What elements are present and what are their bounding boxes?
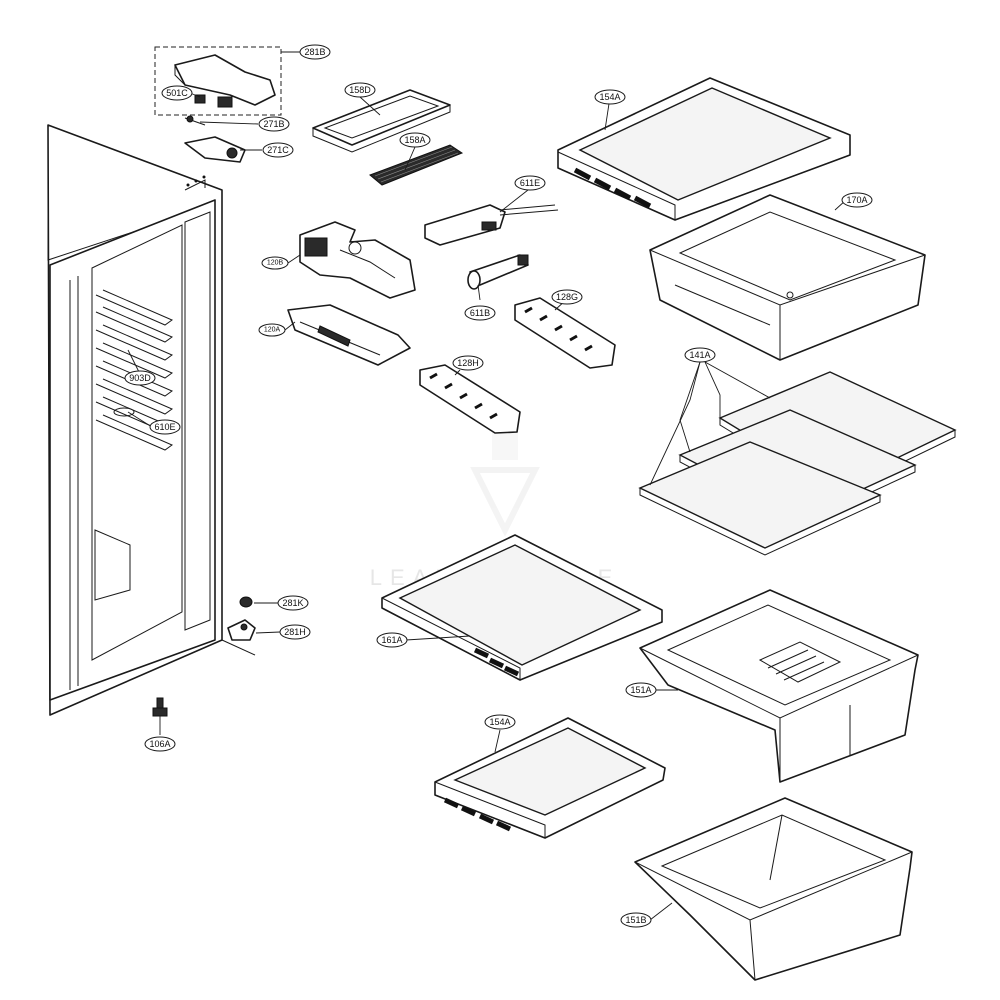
rail-128g: [514, 297, 616, 369]
cover-158d: [312, 89, 451, 153]
svg-text:903D: 903D: [129, 373, 151, 383]
svg-text:611E: 611E: [520, 178, 540, 188]
callout-141a: 141A: [684, 347, 716, 363]
svg-text:151B: 151B: [625, 915, 646, 925]
svg-text:158D: 158D: [349, 85, 371, 95]
svg-text:610E: 610E: [154, 422, 175, 432]
callout-271c: 271C: [262, 142, 294, 158]
callout-120b: 120B: [261, 256, 289, 270]
drawer-170a: [649, 194, 926, 361]
crisper-151b: [634, 797, 913, 981]
svg-text:154A: 154A: [489, 717, 510, 727]
shelf-154a-top: [557, 77, 851, 221]
callout-271b: 271B: [258, 116, 290, 132]
filter-158a: [369, 144, 464, 186]
callout-170a: 170A: [841, 192, 873, 208]
svg-text:271C: 271C: [267, 145, 289, 155]
callout-161a: 161A: [376, 632, 408, 648]
shelf-154a-bottom: [434, 717, 666, 839]
sensor-611e: [424, 204, 559, 246]
svg-text:128H: 128H: [457, 358, 479, 368]
hinge-281h: [221, 619, 256, 656]
callout-611b: 611B: [464, 305, 496, 321]
callout-154a-top: 154A: [594, 89, 626, 105]
svg-text:120B: 120B: [267, 260, 284, 267]
callout-501c: 501C: [161, 85, 193, 101]
svg-text:271B: 271B: [263, 119, 284, 129]
svg-text:158A: 158A: [404, 135, 425, 145]
shelf-161a: [381, 534, 663, 681]
callout-128h: 128H: [452, 355, 484, 371]
callout-128g: 128G: [551, 289, 583, 305]
svg-text:611B: 611B: [470, 308, 490, 318]
callout-611e: 611E: [514, 175, 546, 191]
svg-text:281K: 281K: [282, 598, 303, 608]
callout-106a: 106A: [144, 736, 176, 752]
crisper-151a: [639, 589, 919, 783]
callout-281k: 281K: [277, 595, 309, 611]
svg-text:281H: 281H: [284, 627, 306, 637]
svg-text:106A: 106A: [149, 739, 170, 749]
svg-text:281B: 281B: [304, 47, 325, 57]
svg-text:501C: 501C: [166, 88, 188, 98]
hinge-281k: [239, 596, 253, 608]
callout-903d: 903D: [124, 370, 156, 386]
callout-151a: 151A: [625, 682, 657, 698]
watermark-logo: [470, 420, 540, 537]
rail-128h: [419, 364, 521, 434]
damper-611b: [467, 254, 529, 290]
hinge-screw: [184, 115, 206, 126]
callout-158d: 158D: [344, 82, 376, 98]
duct-120a: [287, 304, 411, 366]
hinge-bracket: [184, 136, 246, 163]
callout-120a: 120A: [258, 323, 286, 337]
svg-text:161A: 161A: [381, 635, 402, 645]
hinge-cover-assembly: [154, 46, 282, 116]
callout-151b: 151B: [620, 912, 652, 928]
svg-text:151A: 151A: [630, 685, 651, 695]
leader-lines: [127, 51, 847, 921]
callout-158a: 158A: [399, 132, 431, 148]
callout-281b: 281B: [299, 44, 331, 60]
svg-text:170A: 170A: [846, 195, 867, 205]
housing-120b: [299, 221, 416, 299]
callout-610e: 610E: [149, 419, 181, 435]
glass-shelves-141a: [638, 371, 957, 556]
leveling-foot-106a: [152, 697, 168, 717]
callout-281h: 281H: [279, 624, 311, 640]
svg-text:120A: 120A: [264, 327, 281, 334]
svg-text:141A: 141A: [689, 350, 710, 360]
callout-154a-bottom: 154A: [484, 714, 516, 730]
refrigerator-cabinet: [47, 124, 223, 716]
svg-text:128G: 128G: [556, 292, 578, 302]
svg-text:154A: 154A: [599, 92, 620, 102]
